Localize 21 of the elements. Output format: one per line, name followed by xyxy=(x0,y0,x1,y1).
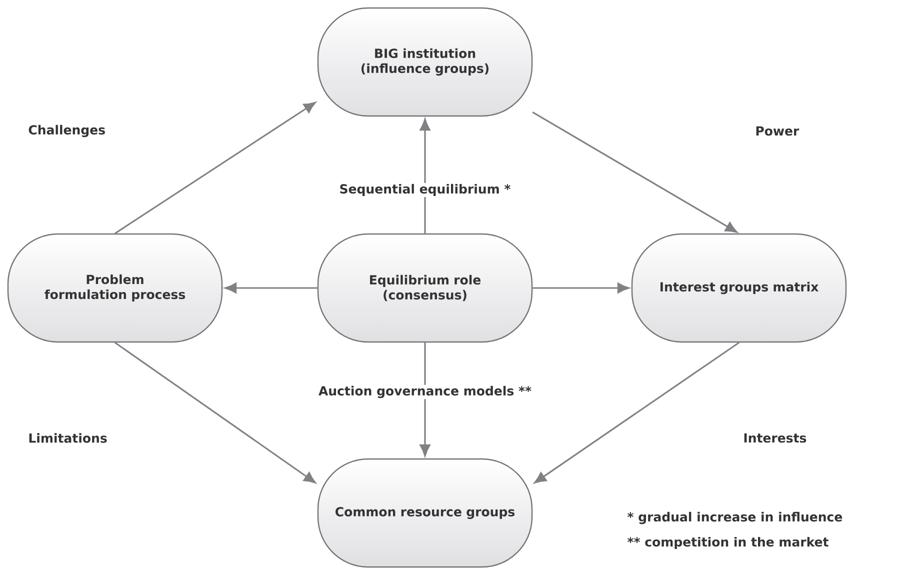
rounded-box: Equilibrium role (consensus) xyxy=(317,233,533,343)
side-label: Interests xyxy=(744,433,806,443)
footnote-text: * gradual increase in influence xyxy=(627,512,842,524)
rounded-box: BIG institution (influence groups) xyxy=(317,7,533,117)
arrow xyxy=(420,118,430,234)
side-label: Power xyxy=(756,126,800,136)
arrow xyxy=(224,282,318,294)
arrow xyxy=(532,111,738,233)
edge-label: Auction governance models ** xyxy=(317,384,533,400)
rounded-box: Interest groups matrix xyxy=(631,233,847,343)
rounded-box: Common resource groups xyxy=(317,458,533,568)
footnote-text: ** competition in the market xyxy=(627,536,828,550)
edge-label: Sequential equilibrium * xyxy=(338,182,512,198)
rounded-box: Problem formulation process xyxy=(7,233,223,343)
arrow xyxy=(420,342,430,456)
arrow xyxy=(114,342,316,484)
arrow xyxy=(114,102,316,234)
arrow xyxy=(532,282,630,294)
side-label: Challenges xyxy=(28,124,105,138)
arrow xyxy=(534,342,740,484)
side-label: Limitations xyxy=(29,433,107,443)
